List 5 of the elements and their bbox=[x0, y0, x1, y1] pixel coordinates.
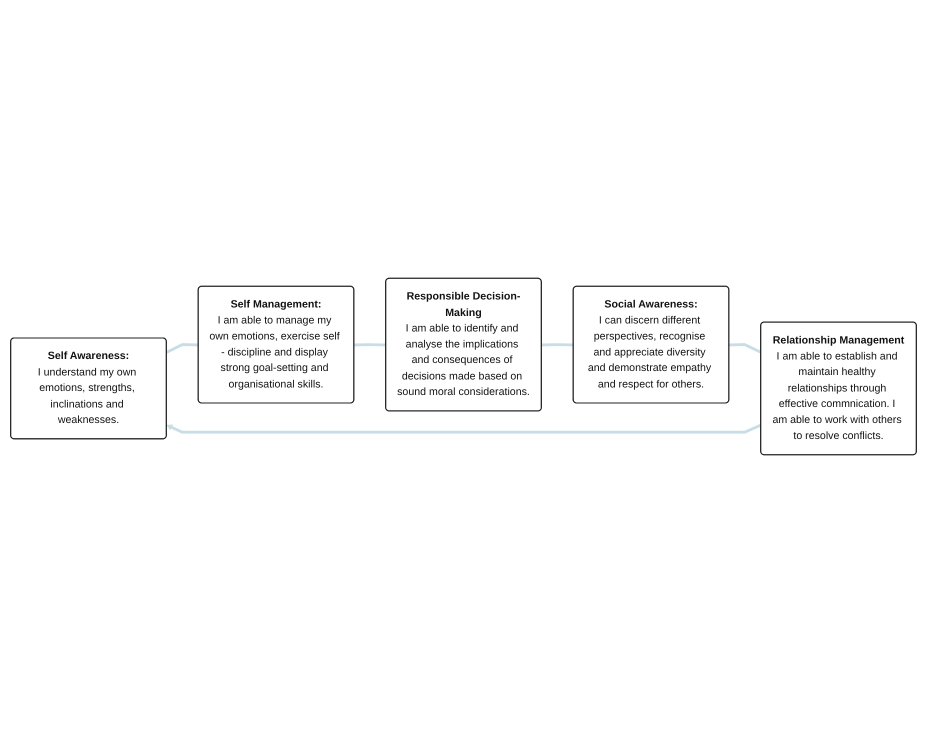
connector bbox=[729, 343, 762, 354]
arrow bbox=[166, 424, 762, 434]
connector bbox=[542, 343, 574, 346]
connector bbox=[354, 343, 386, 346]
connector bbox=[166, 343, 199, 354]
